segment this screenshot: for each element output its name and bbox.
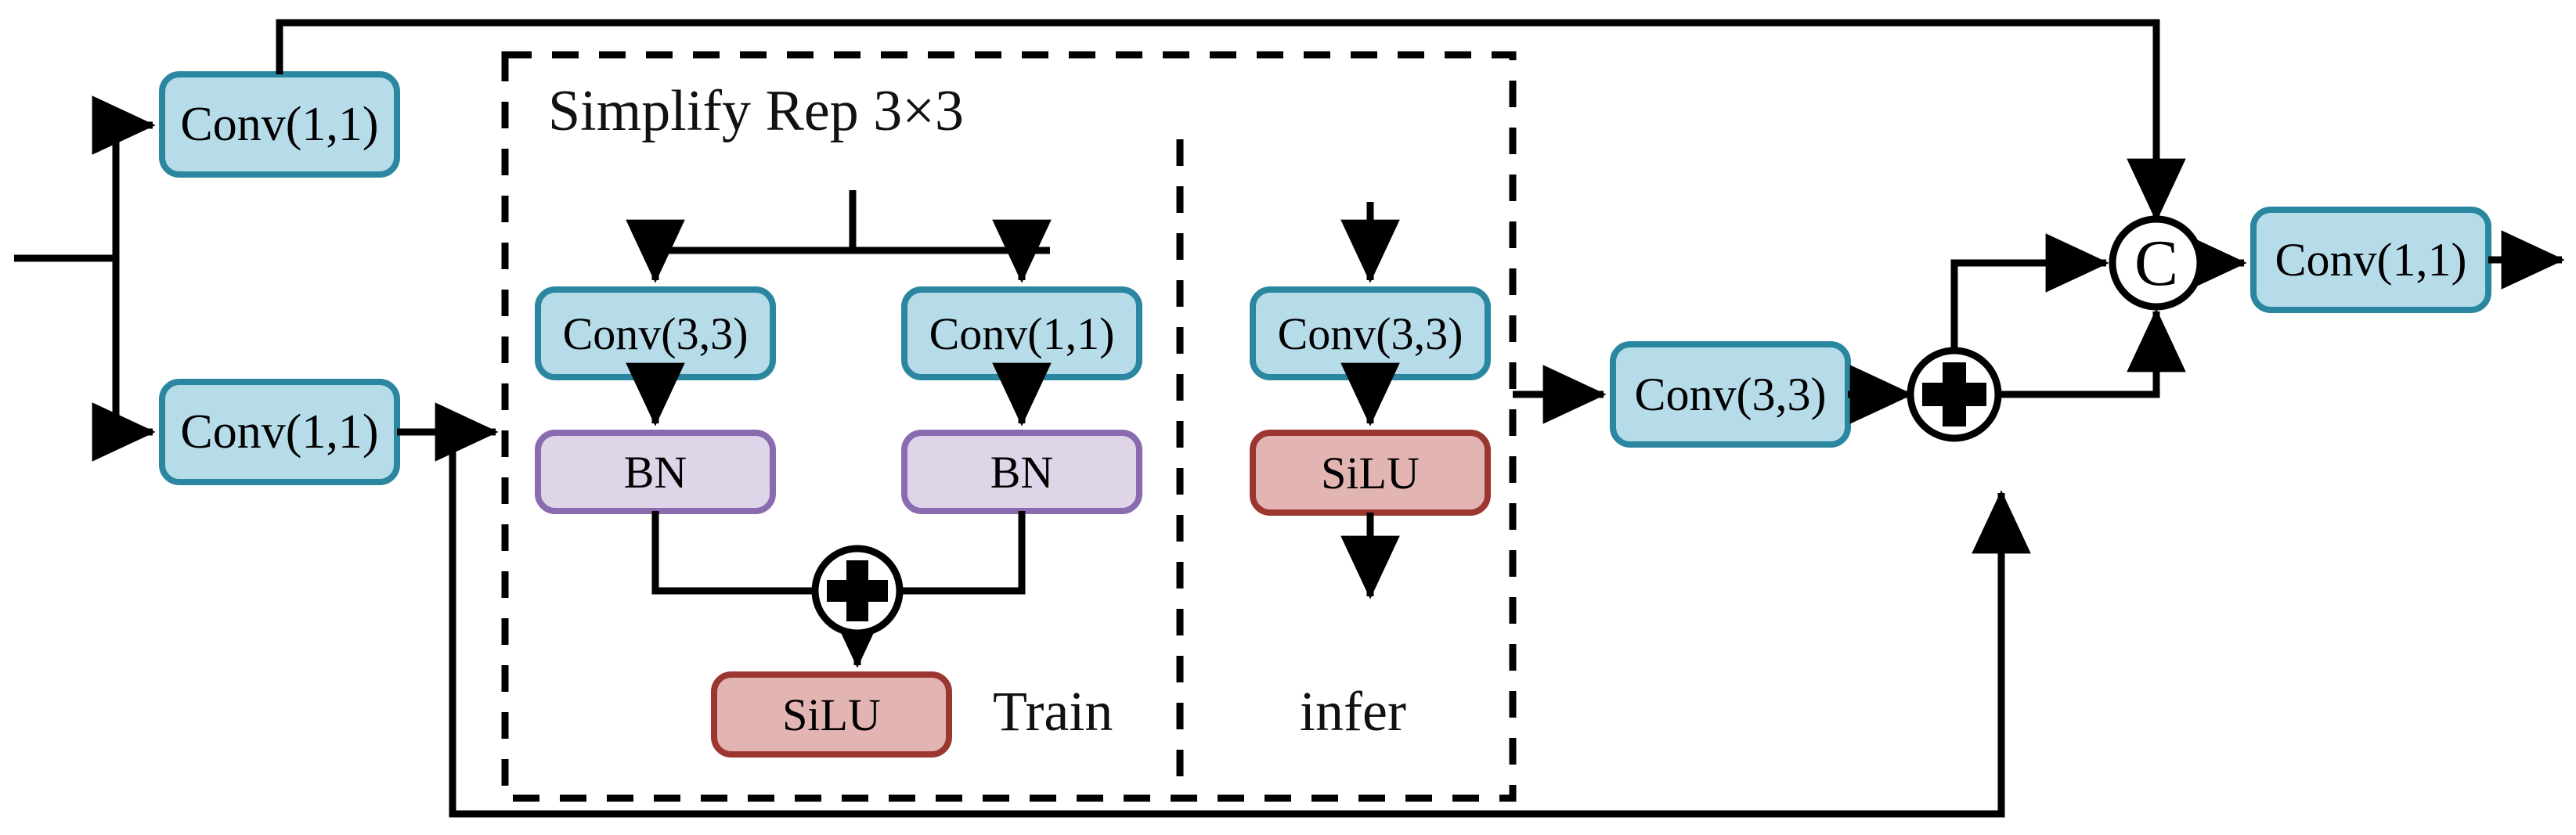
node-train-conv11-shape[interactable]	[901, 286, 1142, 380]
node-train-conv33-shape[interactable]	[535, 286, 776, 380]
node-conv-bottom-left-shape[interactable]	[159, 379, 400, 485]
node-infer-conv33-shape[interactable]	[1250, 286, 1491, 380]
edge-train-bn-right-to-add	[897, 511, 1026, 595]
group-boundaries	[501, 51, 1517, 802]
simplify-rep-dashed-box	[501, 51, 1517, 802]
edge-conv-bottom-branch-down	[449, 432, 2031, 818]
node-shapes	[159, 71, 2491, 758]
operator-shapes	[811, 215, 2204, 637]
main-add-plus-glyph	[1922, 362, 1986, 426]
connector-edges	[14, 19, 2565, 818]
edge-main-add-to-concat-left	[1950, 233, 2109, 351]
infer-label-text: infer	[1300, 680, 1406, 743]
simplify-rep-title-text: Simplify Rep 3×3	[548, 79, 964, 143]
edge-main-add-to-concat-bottom	[1998, 308, 2186, 398]
train-add-plus-glyph	[827, 560, 888, 621]
node-infer-silu-shape[interactable]	[1250, 430, 1491, 516]
node-train-bn-left-shape[interactable]	[535, 430, 776, 514]
train-label-text: Train	[993, 680, 1113, 743]
node-main-conv33-shape[interactable]	[1610, 341, 1851, 448]
edge-train-bn-left-to-add	[651, 511, 818, 595]
train-label: Train	[993, 679, 1113, 744]
node-train-bn-right-shape[interactable]	[901, 430, 1142, 514]
node-out-conv11-shape[interactable]	[2250, 207, 2491, 313]
node-conv-top-left-shape[interactable]	[159, 71, 400, 178]
edge-conv-top-to-concat	[276, 19, 2186, 222]
node-train-silu-shape[interactable]	[711, 671, 952, 758]
infer-label: infer	[1300, 679, 1406, 744]
concat-circle[interactable]	[2109, 215, 2204, 311]
simplify-rep-title: Simplify Rep 3×3	[548, 78, 964, 145]
